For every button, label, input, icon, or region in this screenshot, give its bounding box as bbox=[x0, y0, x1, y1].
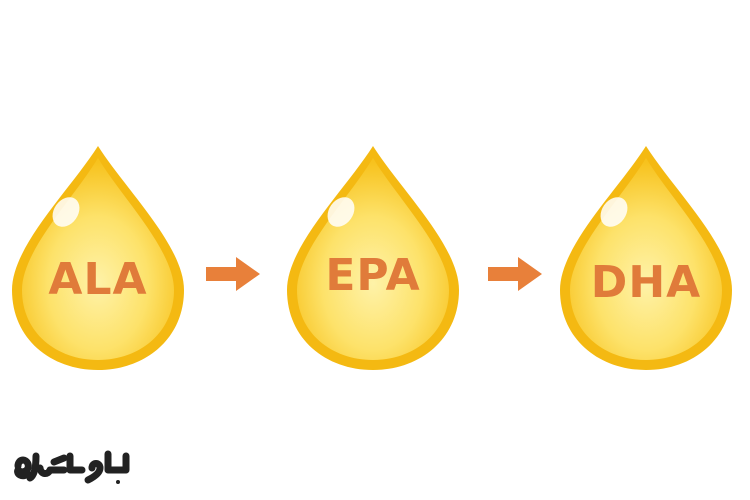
arrow-right-icon bbox=[488, 257, 542, 291]
epa-drop: EPA bbox=[283, 142, 463, 374]
arrow-right-icon bbox=[206, 257, 260, 291]
dha-label: DHA bbox=[590, 257, 702, 308]
ala-drop: ALA bbox=[8, 142, 188, 374]
dha-drop: DHA bbox=[556, 142, 736, 374]
brand-logo bbox=[10, 440, 132, 490]
epa-label: EPA bbox=[325, 250, 421, 301]
ala-label: ALA bbox=[48, 254, 148, 305]
